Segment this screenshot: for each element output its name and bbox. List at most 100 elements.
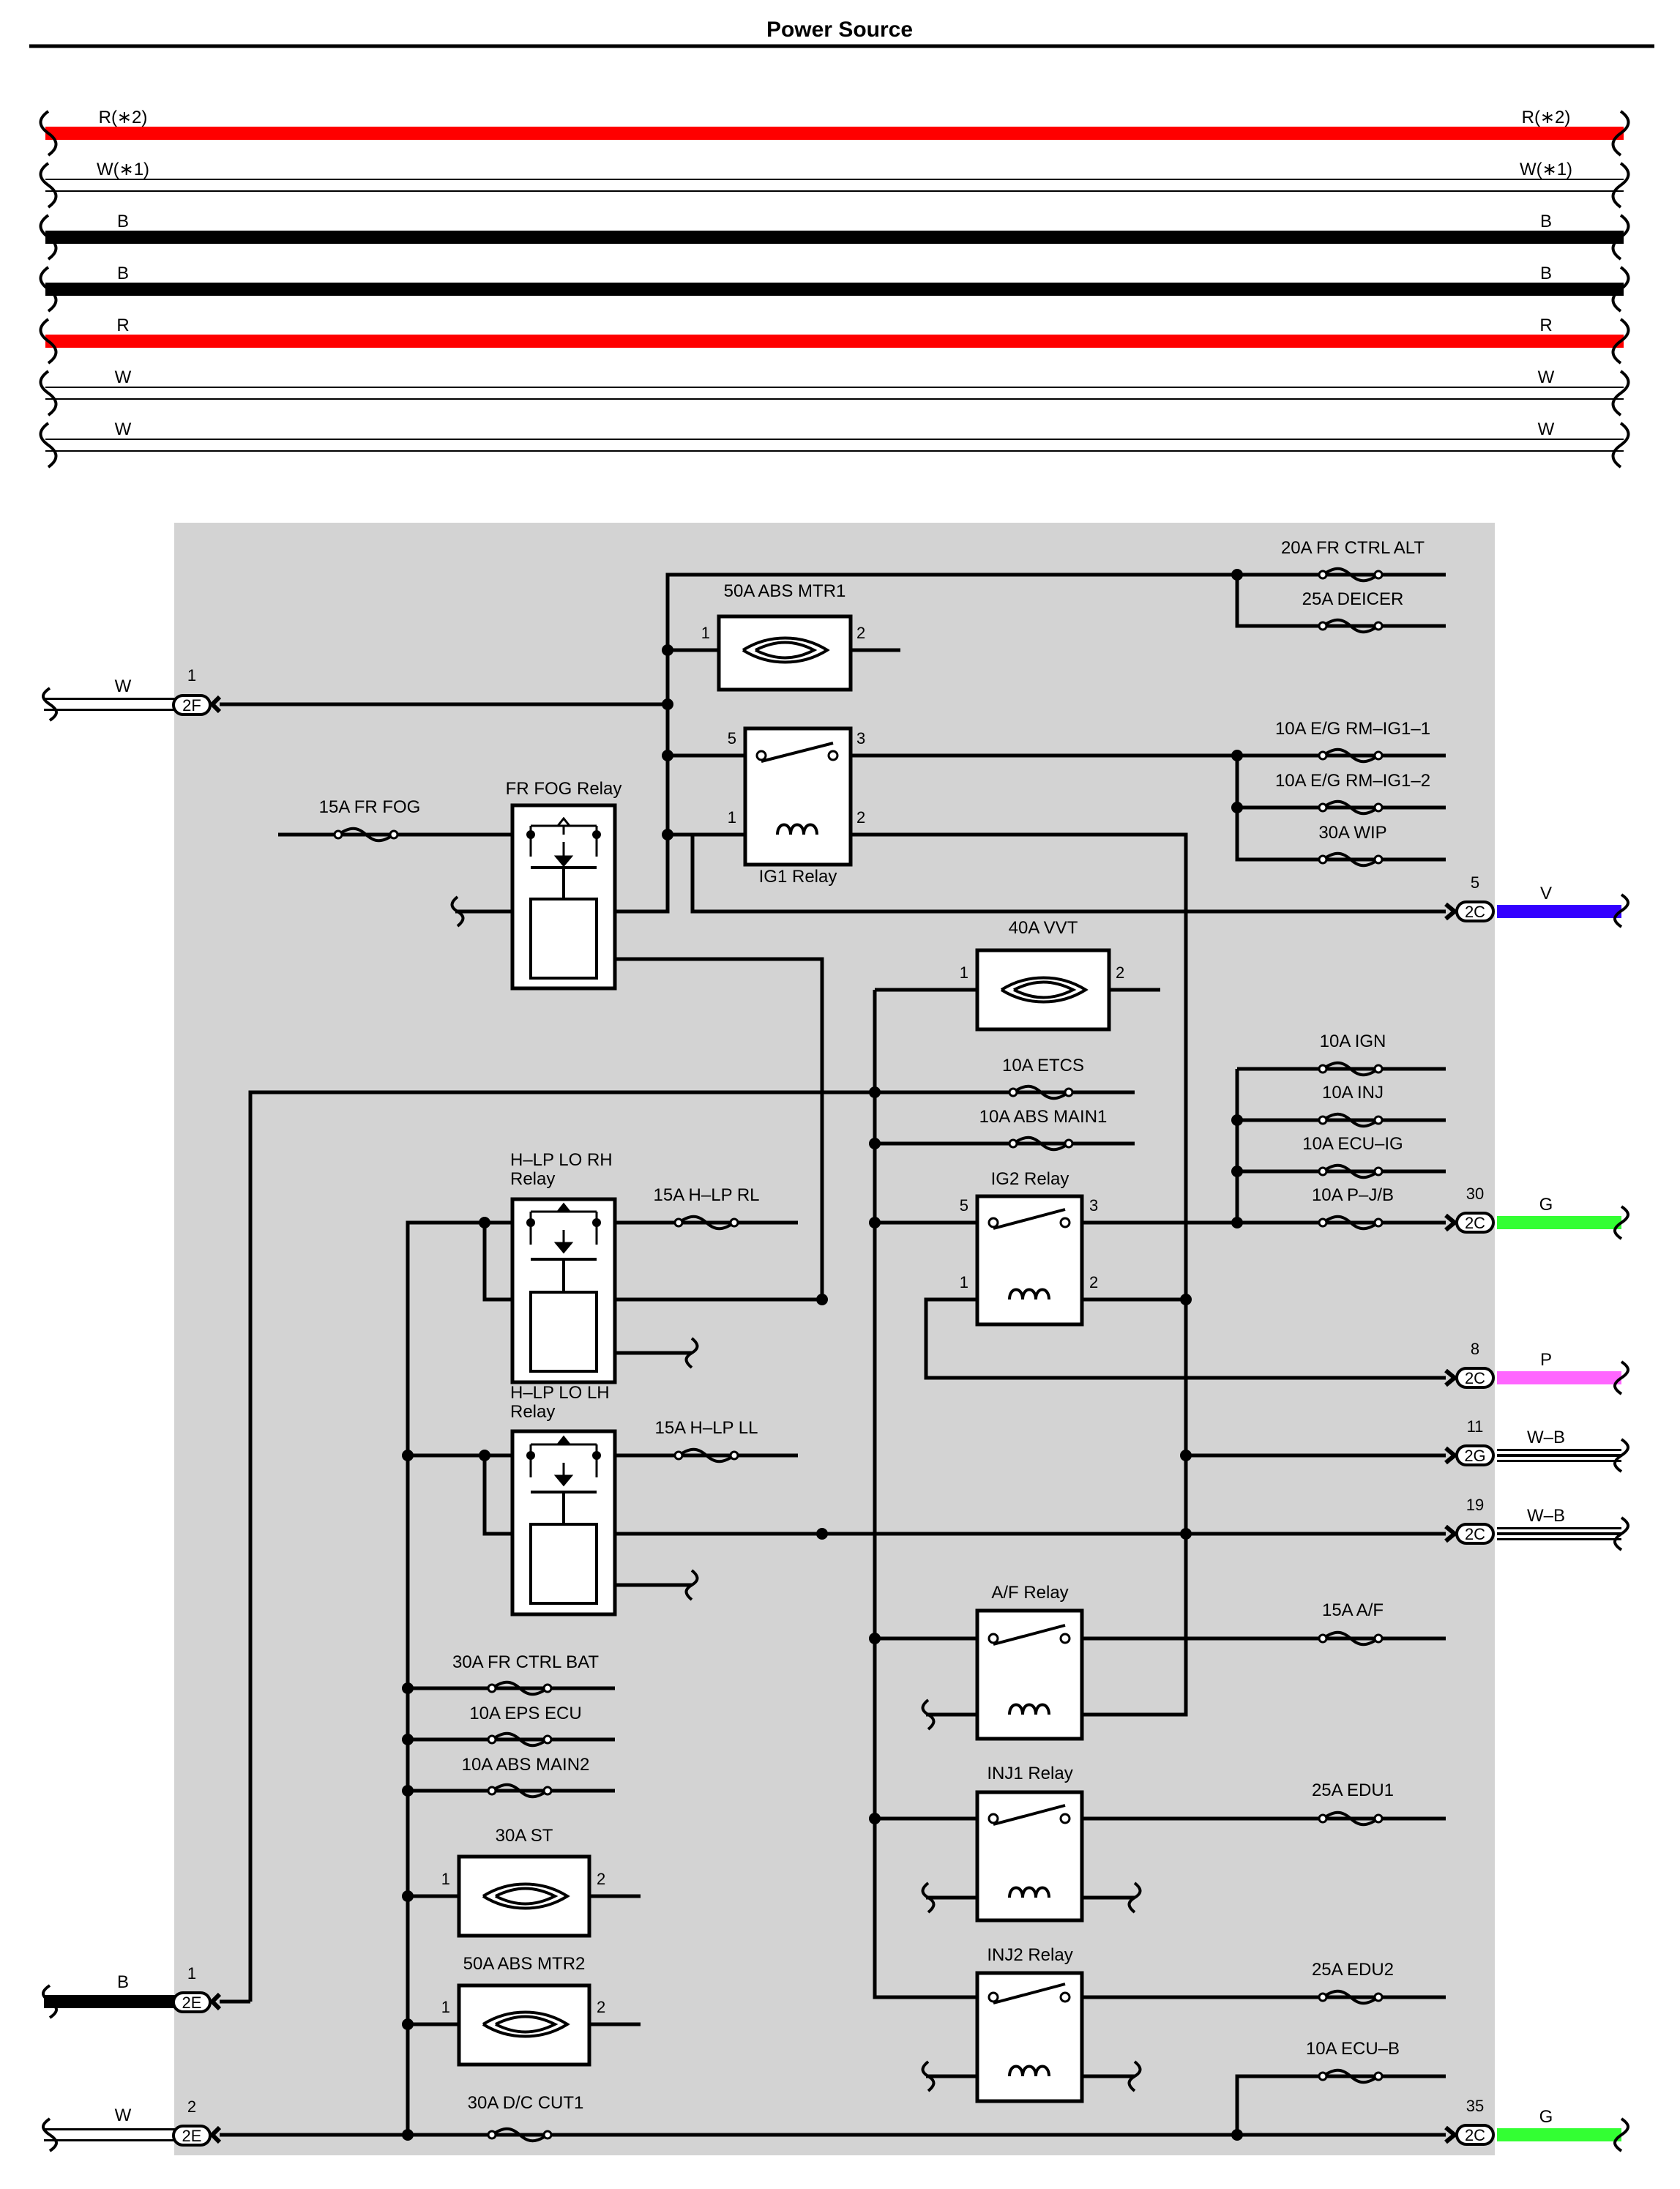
top-wire-right-label: W [1538,368,1555,387]
connector-2c-8: 2C 8 P [1444,1340,1552,1389]
relay-ig2 [975,1194,1084,1327]
svg-text:2G: 2G [1464,1447,1485,1465]
label-50a-abs-mtr1: 50A ABS MTR1 [724,581,846,601]
svg-text:5: 5 [1471,873,1479,892]
label-15a-af: 15A A/F [1322,1600,1384,1620]
label-10a-p-jb: 10A P–J/B [1312,1185,1394,1205]
label-eg-rm-ig1-1: 10A E/G RM–IG1–1 [1275,719,1430,739]
connector-2g-11: 2G 11 W–B [1444,1417,1565,1466]
junction-dots [402,569,1243,2141]
connector-2f-1: 2F 1 W [115,666,222,716]
svg-text:2E: 2E [182,2127,202,2145]
label-af-relay: A/F Relay [991,1583,1068,1603]
top-wire-1: R(∗2) R(∗2) [39,108,1630,157]
top-wire-2: W(∗1) W(∗1) [39,160,1630,209]
svg-text:1: 1 [187,1964,196,1983]
top-wire-right-label: W(∗1) [1520,160,1572,179]
relay-fr-fog [510,803,617,991]
top-wire-left-label: W(∗1) [97,160,149,179]
right-connectors: 2C 5 V 2C 30 G 2C 8 P 2G 11 W–B [1444,873,1565,2146]
svg-text:8: 8 [1471,1340,1479,1358]
svg-text:W: W [115,2106,132,2125]
svg-text:2E: 2E [182,1994,202,2012]
label-fr-fog-relay: FR FOG Relay [506,779,622,799]
svg-text:2C: 2C [1465,1214,1485,1232]
svg-text:2: 2 [597,1870,605,1888]
fusible-link-strands [482,636,1089,2038]
svg-text:V: V [1540,884,1552,903]
external-left-wires [42,687,250,2152]
top-wire-right-label: R(∗2) [1522,108,1571,127]
svg-text:3: 3 [856,729,865,747]
label-20a-fr-ctrl-alt: 20A FR CTRL ALT [1281,538,1425,558]
svg-text:B: B [117,1972,129,1992]
connector-2c-30: 2C 30 G [1444,1185,1553,1234]
external-right-wires [1497,893,1629,2152]
svg-text:35: 35 [1466,2097,1484,2115]
label-10a-ign: 10A IGN [1320,1032,1386,1051]
svg-text:1: 1 [960,1273,968,1291]
connector-2e-2: 2E 2 W [115,2097,222,2147]
label-50a-abs-mtr2: 50A ABS MTR2 [463,1954,586,1974]
label-25a-edu2: 25A EDU2 [1312,1960,1394,1980]
top-wire-right-label: B [1540,264,1552,283]
top-wire-left-label: W [115,368,132,387]
svg-text:2C: 2C [1465,2126,1485,2144]
label-10a-ecu-ig: 10A ECU–IG [1302,1134,1403,1154]
svg-text:2: 2 [856,808,865,827]
label-eg-rm-ig1-2: 10A E/G RM–IG1–2 [1275,771,1430,791]
connector-2c-19: 2C 19 W–B [1444,1496,1565,1545]
label-ig1-relay: IG1 Relay [759,867,837,887]
label-10a-abs-main2: 10A ABS MAIN2 [462,1755,590,1775]
svg-text:5: 5 [728,729,736,747]
relay-hlp-lo-lh [510,1429,617,1616]
svg-text:2: 2 [1089,1273,1098,1291]
top-wire-right-label: B [1540,212,1552,231]
svg-text:2: 2 [597,1998,605,2016]
svg-text:2: 2 [187,2097,196,2116]
svg-text:11: 11 [1467,1417,1484,1436]
top-wire-left-label: B [117,212,129,231]
top-wire-right-label: W [1538,419,1555,439]
pin-numbers: 1 2 5 3 1 2 1 2 5 3 1 2 1 2 1 2 [441,624,1125,2016]
relay-hlp-lo-rh [510,1197,617,1384]
svg-text:W: W [115,676,132,696]
relay-inj1 [975,1790,1084,1923]
label-10a-inj: 10A INJ [1322,1083,1384,1103]
svg-text:1: 1 [441,1870,450,1888]
top-wire-left-label: R(∗2) [99,108,148,127]
label-hlp-lo-rh-1: H–LP LO RH [510,1150,613,1170]
component-labels: 20A FR CTRL ALT 25A DEICER 50A ABS MTR1 … [319,538,1430,2113]
svg-text:3: 3 [1089,1196,1098,1215]
label-inj2-relay: INJ2 Relay [987,1945,1072,1965]
label-30a-wip: 30A WIP [1318,823,1386,843]
label-30a-st: 30A ST [496,1826,553,1846]
svg-text:1: 1 [728,808,736,827]
label-ig2-relay: IG2 Relay [991,1169,1069,1189]
svg-text:G: G [1539,2107,1553,2127]
label-25a-deicer: 25A DEICER [1302,589,1404,609]
label-30a-fr-ctrl-bat: 30A FR CTRL BAT [452,1652,599,1672]
label-10a-eps-ecu: 10A EPS ECU [469,1704,581,1723]
svg-text:2C: 2C [1465,1525,1485,1543]
label-hlp-lo-rh-2: Relay [510,1169,555,1189]
svg-text:2F: 2F [182,696,201,715]
svg-text:W–B: W–B [1527,1506,1565,1526]
svg-text:1: 1 [701,624,710,642]
svg-text:2: 2 [856,624,865,642]
page-title: Power Source [766,18,913,42]
top-wire-left-label: W [115,419,132,439]
svg-text:W–B: W–B [1527,1428,1565,1447]
top-wire-right-label: R [1539,316,1552,335]
svg-text:1: 1 [187,666,196,685]
label-10a-abs-main1: 10A ABS MAIN1 [979,1107,1108,1127]
label-hlp-lo-lh-1: H–LP LO LH [510,1383,610,1403]
connector-2e-1: 2E 1 B [117,1964,222,2013]
left-connectors: 2F 1 W 2E 1 B 2E 2 W [115,666,222,2147]
label-15a-hlp-rl: 15A H–LP RL [654,1185,760,1205]
connector-2c-5: 2C 5 V [1444,873,1552,922]
